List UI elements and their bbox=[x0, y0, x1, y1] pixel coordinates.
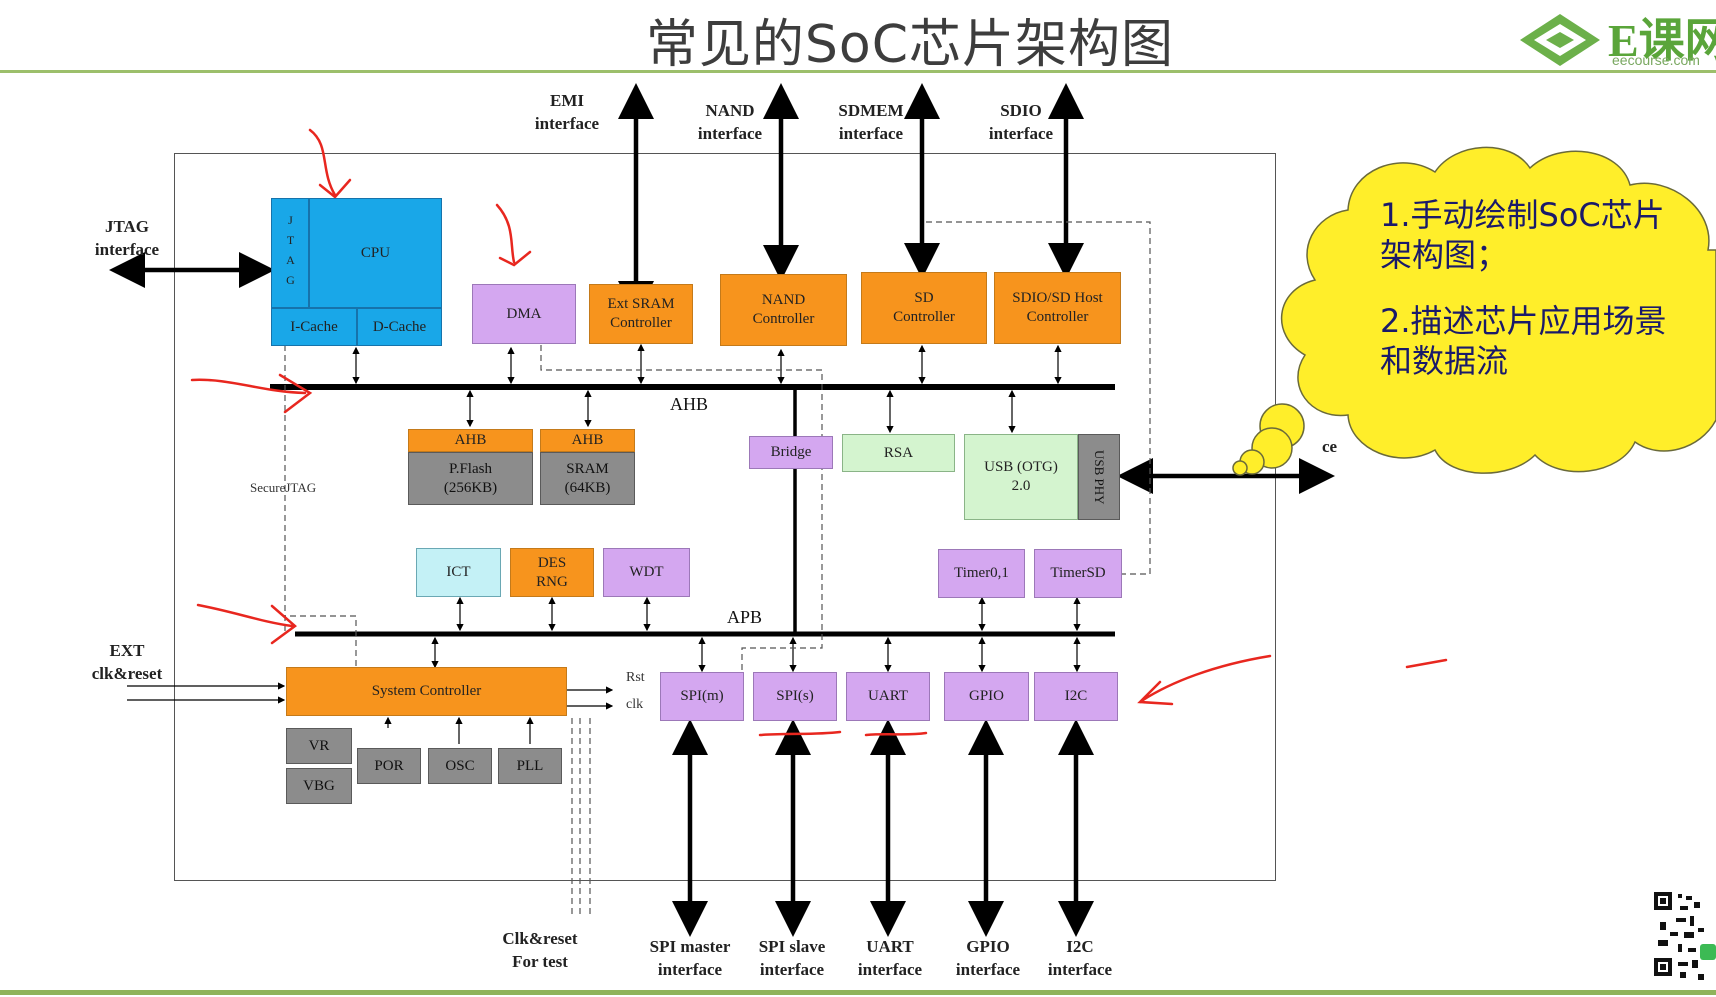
cloud-item-1: 1.手动绘制SoC芯片架构图； bbox=[1380, 196, 1665, 274]
sram-block: SRAM (64KB) bbox=[540, 452, 635, 505]
gpio-label: GPIO bbox=[968, 688, 1004, 705]
ict-label: ICT bbox=[446, 564, 471, 581]
sdio-controller: SDIO/SD Host Controller bbox=[994, 272, 1121, 344]
timersd-block: TimerSD bbox=[1034, 549, 1122, 598]
vbg-label: VBG bbox=[303, 777, 335, 794]
bridge-label: Bridge bbox=[770, 444, 812, 461]
logo-subtext: eecourse.com bbox=[1612, 52, 1700, 68]
uart-block: UART bbox=[846, 672, 930, 721]
spi-master-block: SPI(m) bbox=[660, 672, 744, 721]
spi-slave-label: SPI(s) bbox=[776, 688, 814, 705]
osc-label: OSC bbox=[445, 757, 475, 774]
jtag-strip: JTAG bbox=[271, 198, 309, 308]
spi-slave-block: SPI(s) bbox=[753, 672, 837, 721]
footer-divider bbox=[0, 990, 1716, 995]
wdt-block: WDT bbox=[603, 548, 690, 597]
clk-reset-test-label: Clk&reset For test bbox=[502, 929, 578, 971]
usb-interface-label: ce bbox=[1322, 437, 1338, 456]
nand-controller: NAND Controller bbox=[720, 274, 847, 346]
des-rng-label: DES RNG bbox=[536, 554, 568, 590]
spi-master-interface-label: SPI master interface bbox=[649, 937, 731, 979]
usb-otg-block: USB (OTG) 2.0 bbox=[964, 434, 1078, 520]
pll-block: PLL bbox=[498, 748, 562, 784]
sdmem-interface-label: SDMEM interface bbox=[838, 101, 904, 143]
dma-block: DMA bbox=[472, 284, 576, 344]
cloud-item-2: 2.描述芯片应用场景和数据流 bbox=[1380, 302, 1667, 380]
dcache-label: D-Cache bbox=[372, 318, 427, 335]
ext-sram-controller: Ext SRAM Controller bbox=[589, 284, 693, 344]
wdt-label: WDT bbox=[629, 564, 664, 581]
rst-label: Rst bbox=[626, 670, 645, 685]
icache: I-Cache bbox=[271, 308, 357, 346]
icache-label: I-Cache bbox=[290, 318, 338, 335]
vr-block: VR bbox=[286, 728, 352, 764]
spi-slave-interface-label: SPI slave interface bbox=[758, 937, 826, 979]
sdio-label: SDIO/SD Host Controller bbox=[1012, 290, 1103, 325]
uart-interface-label: UART interface bbox=[857, 937, 923, 979]
cpu-label: CPU bbox=[360, 244, 391, 261]
rsa-label: RSA bbox=[883, 444, 914, 461]
por-label: POR bbox=[374, 757, 404, 774]
thought-cloud bbox=[1232, 146, 1716, 476]
ict-block: ICT bbox=[416, 548, 501, 597]
ahb-bus-label: AHB bbox=[670, 394, 709, 414]
vbg-block: VBG bbox=[286, 768, 352, 804]
vr-label: VR bbox=[308, 737, 330, 754]
jtag-interface-label: JTAG interface bbox=[94, 217, 160, 259]
ext-sram-label: Ext SRAM Controller bbox=[607, 296, 675, 331]
chip-boundary bbox=[174, 153, 1276, 881]
logo-icon bbox=[1520, 14, 1600, 66]
por-block: POR bbox=[357, 748, 421, 784]
gpio-interface-label: GPIO interface bbox=[955, 937, 1021, 979]
pll-label: PLL bbox=[516, 757, 544, 774]
sram-ahb-label: AHB bbox=[571, 432, 604, 449]
system-controller-label: System Controller bbox=[371, 683, 482, 700]
qr-code-icon bbox=[1650, 888, 1716, 984]
nand-label: NAND Controller bbox=[752, 292, 815, 327]
sdio-interface-label: SDIO interface bbox=[988, 101, 1054, 143]
spi-master-label: SPI(m) bbox=[680, 688, 724, 705]
i2c-block: I2C bbox=[1034, 672, 1118, 721]
dma-label: DMA bbox=[506, 305, 542, 322]
apb-bus-label: APB bbox=[727, 607, 763, 627]
gpio-block: GPIO bbox=[944, 672, 1029, 721]
emi-interface-label: EMI interface bbox=[534, 91, 600, 133]
osc-block: OSC bbox=[428, 748, 492, 784]
sd-controller: SD Controller bbox=[861, 272, 987, 344]
sram-ahb-header: AHB bbox=[540, 429, 635, 452]
timer01-block: Timer0,1 bbox=[938, 549, 1025, 598]
jtag-strip-label: JTAG bbox=[283, 213, 298, 293]
i2c-interface-label: I2C interface bbox=[1047, 937, 1113, 979]
bridge-block: Bridge bbox=[749, 436, 833, 469]
nand-interface-label: NAND interface bbox=[697, 101, 763, 143]
pflash-ahb-header: AHB bbox=[408, 429, 533, 452]
sd-label: SD Controller bbox=[893, 290, 955, 325]
logo-text: E课网 bbox=[1608, 15, 1716, 66]
page-title: 常见的SoC芯片架构图 bbox=[645, 15, 1175, 75]
uart-label: UART bbox=[868, 688, 908, 705]
cpu-core: CPU bbox=[309, 198, 442, 308]
ext-clk-reset-label: EXT clk&reset bbox=[91, 641, 163, 683]
i2c-label: I2C bbox=[1064, 688, 1088, 705]
usb-phy-block: USB PHY bbox=[1078, 434, 1120, 520]
pflash-ahb-label: AHB bbox=[454, 432, 487, 449]
sram-label: SRAM (64KB) bbox=[564, 460, 611, 496]
usb-phy-label: USB PHY bbox=[1092, 449, 1108, 505]
timer01-label: Timer0,1 bbox=[954, 565, 1009, 582]
cloud-text: 1.手动绘制SoC芯片架构图； 2.描述芯片应用场景和数据流 bbox=[1380, 195, 1670, 381]
timersd-label: TimerSD bbox=[1050, 565, 1106, 582]
dcache: D-Cache bbox=[357, 308, 442, 346]
des-rng-block: DES RNG bbox=[510, 548, 594, 597]
secure-jtag-label: SecureJTAG bbox=[250, 480, 317, 495]
pflash-label: P.Flash (256KB) bbox=[443, 460, 498, 496]
clk-label: clk bbox=[626, 697, 644, 712]
usb-label: USB (OTG) 2.0 bbox=[984, 459, 1058, 494]
system-controller: System Controller bbox=[286, 667, 567, 716]
pflash-block: P.Flash (256KB) bbox=[408, 452, 533, 505]
rsa-block: RSA bbox=[842, 434, 955, 472]
header-divider bbox=[0, 70, 1716, 73]
